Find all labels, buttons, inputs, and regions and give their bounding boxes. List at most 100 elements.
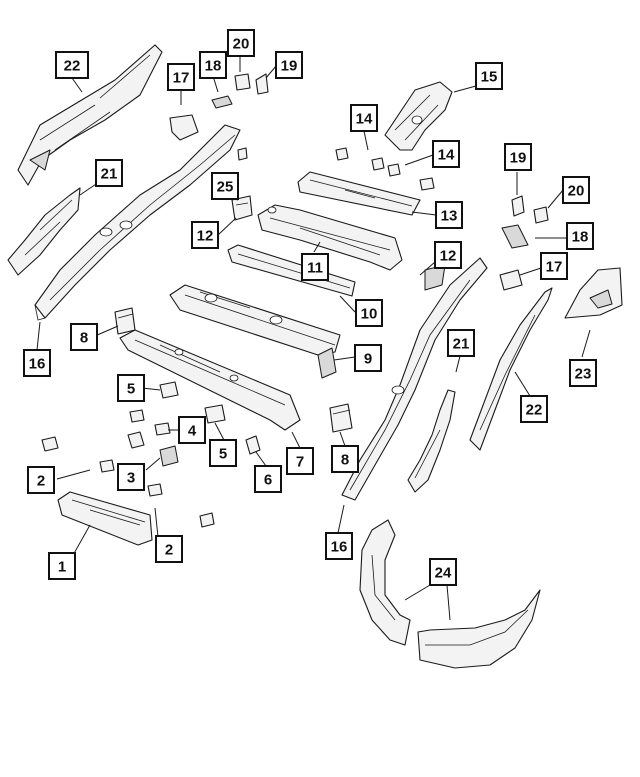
callout-box	[155, 535, 183, 563]
callout-25: 25	[211, 172, 239, 200]
callout-22: 22	[520, 395, 548, 423]
mount-8-left	[114, 307, 136, 335]
callout-8: 8	[70, 323, 98, 351]
callout-23: 23	[569, 359, 597, 387]
crossmember-15	[384, 81, 453, 151]
callout-number: 2	[37, 473, 45, 490]
rear-rail-extension-left	[17, 44, 163, 186]
callout-box	[70, 323, 98, 351]
callout-1: 1	[48, 552, 76, 580]
callout-2: 2	[27, 466, 55, 494]
callout-box	[569, 359, 597, 387]
crossmember-mount-12	[257, 204, 403, 271]
callout-box	[23, 349, 51, 377]
callout-box	[209, 439, 237, 467]
callout-number: 19	[281, 58, 298, 75]
small-bracket-17-left	[169, 114, 199, 141]
crossmember-10	[169, 284, 341, 356]
callout-8: 8	[331, 445, 359, 473]
callout-number: 11	[307, 260, 323, 277]
callout-number: 25	[217, 179, 234, 196]
callout-box	[355, 299, 383, 327]
callout-number: 16	[29, 356, 46, 373]
leader-lines	[36, 56, 591, 621]
callout-box	[286, 447, 314, 475]
callout-number: 12	[440, 248, 457, 265]
callout-box	[429, 558, 457, 586]
callout-box	[95, 159, 123, 187]
callout-9: 9	[354, 344, 382, 372]
callout-box	[434, 241, 462, 269]
callout-14: 14	[350, 104, 378, 132]
callout-11: 11	[301, 253, 329, 281]
callout-number: 8	[341, 452, 349, 469]
callout-number: 15	[481, 69, 498, 86]
callout-number: 9	[364, 351, 372, 368]
rail-bracket-right	[407, 389, 456, 493]
callout-number: 21	[453, 336, 470, 353]
clips-14	[335, 147, 435, 191]
callout-box	[504, 143, 532, 171]
crossmember-13	[297, 171, 421, 216]
callout-15: 15	[475, 62, 503, 90]
callout-10: 10	[355, 299, 383, 327]
callout-number: 5	[127, 381, 135, 398]
callout-box	[432, 140, 460, 168]
callout-19: 19	[504, 143, 532, 171]
callout-number: 3	[127, 470, 135, 487]
callout-box	[55, 51, 89, 79]
callout-number: 2	[165, 542, 173, 559]
callout-14: 14	[432, 140, 460, 168]
callout-box	[475, 62, 503, 90]
callout-number: 16	[331, 539, 348, 556]
callout-22: 22	[55, 51, 89, 79]
callout-box	[27, 466, 55, 494]
bracket-1	[57, 491, 153, 546]
callout-box	[435, 201, 463, 229]
callout-number: 6	[264, 472, 272, 489]
callout-box	[254, 465, 282, 493]
callout-box	[447, 329, 475, 357]
callout-box	[178, 416, 206, 444]
callout-box	[301, 253, 329, 281]
callout-13: 13	[435, 201, 463, 229]
callout-5: 5	[209, 439, 237, 467]
callout-number: 24	[435, 565, 452, 582]
small-parts-center	[127, 381, 261, 497]
callout-box	[117, 374, 145, 402]
callout-box	[566, 222, 594, 250]
callout-17: 17	[167, 63, 195, 91]
callout-number: 17	[546, 259, 563, 276]
small-clips-top	[211, 73, 269, 161]
callout-number: 4	[188, 423, 197, 440]
bracket-9	[317, 347, 337, 379]
callout-box	[562, 176, 590, 204]
callout-12: 12	[434, 241, 462, 269]
callout-box	[331, 445, 359, 473]
callout-number: 13	[441, 208, 458, 225]
callout-box	[325, 532, 353, 560]
callout-box	[211, 172, 239, 200]
callout-number: 17	[173, 70, 190, 87]
callout-box	[354, 344, 382, 372]
callout-12: 12	[191, 221, 219, 249]
callout-number: 21	[101, 166, 118, 183]
rail-bracket-left	[7, 187, 81, 276]
callout-number: 8	[80, 330, 88, 347]
callout-number: 22	[64, 58, 81, 75]
callout-box	[167, 63, 195, 91]
rear-rail-extension-right	[469, 287, 553, 451]
callout-3: 3	[117, 463, 145, 491]
callout-box	[275, 51, 303, 79]
callout-21: 21	[447, 329, 475, 357]
callout-19: 19	[275, 51, 303, 79]
callout-17: 17	[540, 252, 568, 280]
callout-number: 10	[361, 306, 378, 323]
callout-number: 14	[438, 147, 455, 164]
crossmember-7	[119, 329, 301, 431]
small-parts-right	[499, 195, 549, 291]
callout-box	[540, 252, 568, 280]
callout-box	[520, 395, 548, 423]
